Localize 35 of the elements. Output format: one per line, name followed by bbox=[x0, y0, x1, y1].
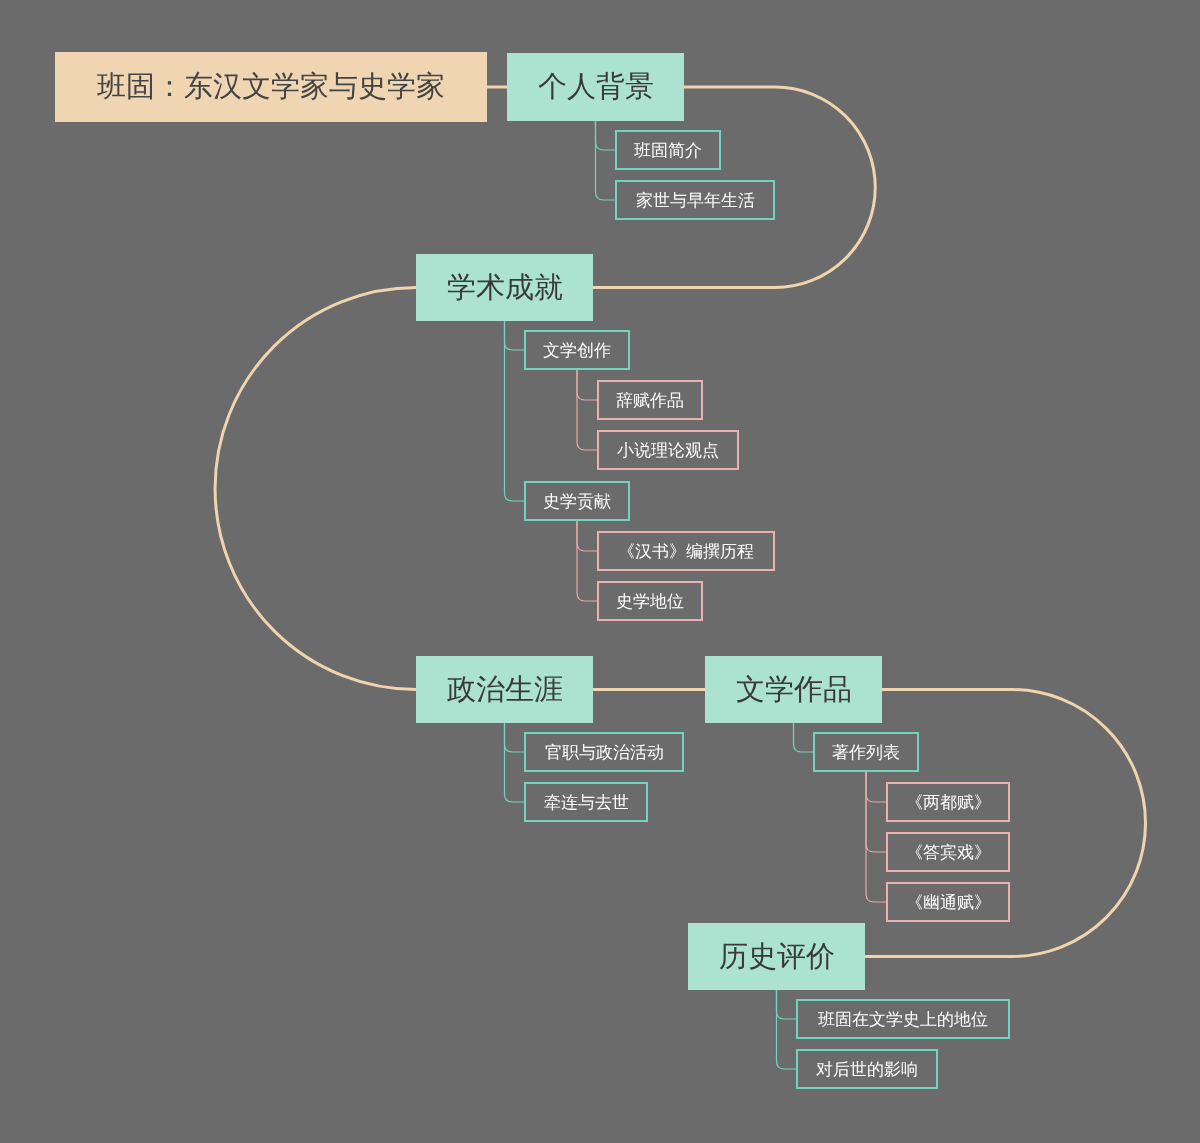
detail-box: 辞赋作品 bbox=[597, 380, 703, 420]
subtopic-box: 牵连与去世 bbox=[524, 782, 648, 822]
detail-box: 《两都赋》 bbox=[886, 782, 1010, 822]
topic-box: 学术成就 bbox=[416, 254, 593, 321]
branch-line bbox=[792, 722, 814, 753]
branch-line bbox=[594, 120, 616, 201]
main-connector bbox=[865, 688, 1147, 958]
subtopic-box: 官职与政治活动 bbox=[524, 732, 684, 772]
main-connector bbox=[593, 688, 705, 691]
title-box: 班固：东汉文学家与史学家 bbox=[55, 52, 487, 122]
subtopic-box: 史学贡献 bbox=[524, 481, 630, 521]
main-connector bbox=[487, 85, 507, 89]
detail-box: 《答宾戏》 bbox=[886, 832, 1010, 872]
main-connector bbox=[593, 85, 877, 289]
branch-line bbox=[503, 722, 525, 803]
detail-box: 《幽通赋》 bbox=[886, 882, 1010, 922]
branch-line bbox=[576, 520, 598, 602]
subtopic-box: 著作列表 bbox=[813, 732, 919, 772]
topic-box: 政治生涯 bbox=[416, 656, 593, 723]
subtopic-box: 文学创作 bbox=[524, 330, 630, 370]
branch-line bbox=[775, 989, 797, 1070]
subtopic-box: 班固在文学史上的地位 bbox=[796, 999, 1010, 1039]
detail-box: 小说理论观点 bbox=[597, 430, 739, 470]
subtopic-box: 班固简介 bbox=[615, 130, 721, 170]
branch-line bbox=[865, 771, 887, 903]
subtopic-box: 对后世的影响 bbox=[796, 1049, 938, 1089]
detail-box: 史学地位 bbox=[597, 581, 703, 621]
topic-box: 文学作品 bbox=[705, 656, 882, 723]
main-connector bbox=[213, 286, 418, 691]
branch-line bbox=[576, 369, 598, 451]
branch-line bbox=[503, 320, 525, 502]
topic-box: 个人背景 bbox=[507, 53, 684, 121]
topic-box: 历史评价 bbox=[688, 923, 865, 990]
subtopic-box: 家世与早年生活 bbox=[615, 180, 775, 220]
detail-box: 《汉书》编撰历程 bbox=[597, 531, 775, 571]
